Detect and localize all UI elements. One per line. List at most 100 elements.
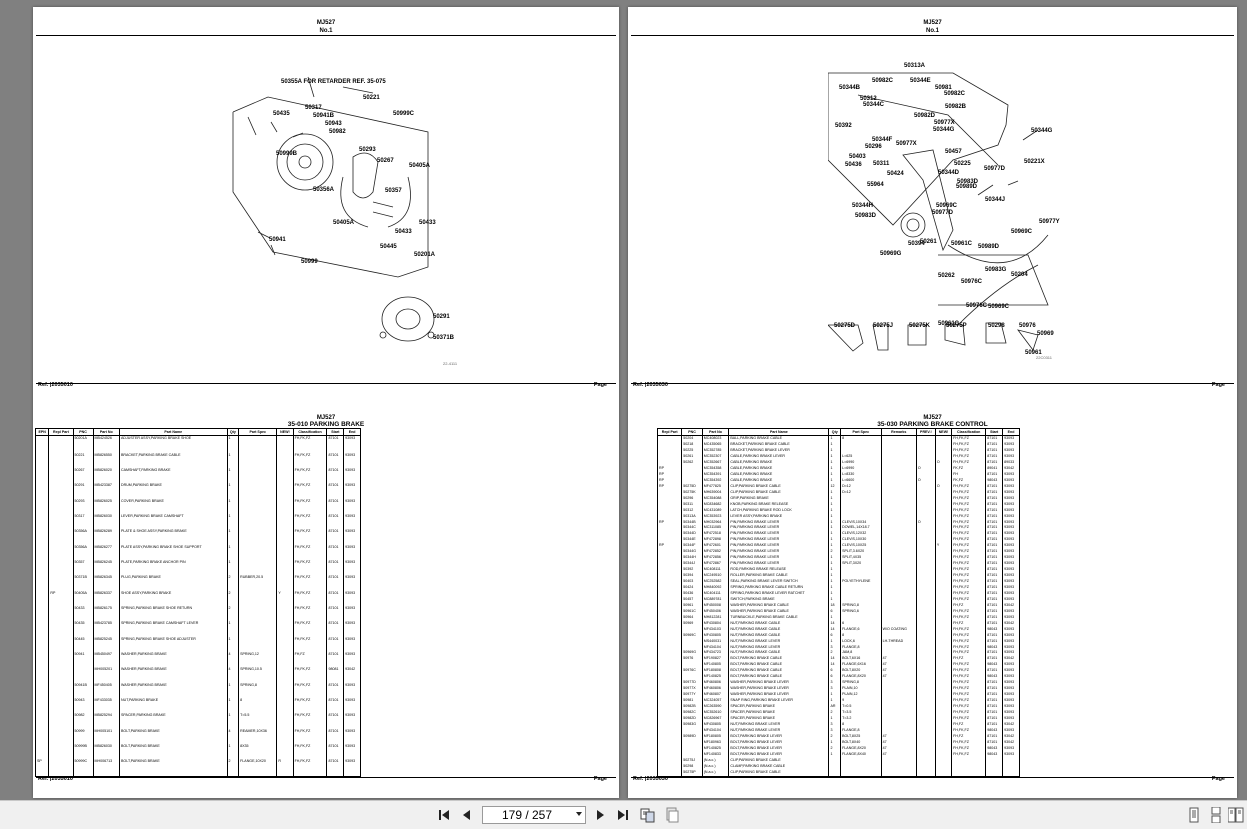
column-header: Part Spec (238, 428, 278, 436)
table-cell (934, 710, 953, 716)
table-cell: FH,FK,FZ (292, 682, 328, 699)
table-cell: FH,FK,FZ (292, 559, 328, 576)
table-cell: NUT,PARKING BRAKE CABLE (728, 650, 830, 657)
table-cell (934, 525, 953, 532)
last-page-icon[interactable] (615, 807, 631, 823)
table-cell: 50435 (72, 621, 94, 637)
right-diagram-callout: 50961C (938, 321, 960, 327)
table-cell (934, 519, 953, 526)
table-cell: FH,FK,FZ (951, 513, 987, 520)
table-cell: 93093 (343, 590, 361, 606)
column-header: Part Name (728, 428, 830, 436)
table-cell: FH,FK,FZ (951, 584, 987, 591)
first-page-icon[interactable] (436, 807, 452, 823)
page-selector[interactable] (482, 806, 586, 824)
table-cell (880, 477, 917, 484)
table-cell (681, 471, 703, 478)
table-cell: 93093 (343, 483, 361, 499)
right-diagram-callout: 50977X (896, 141, 917, 147)
page-number-input[interactable] (483, 807, 571, 823)
table-cell: 50983G (681, 721, 703, 728)
table-cell: FH,FK,FZ (292, 575, 328, 591)
table-cell (880, 519, 917, 526)
column-header: Remarks (880, 428, 917, 436)
table-cell: 93093 (343, 559, 361, 576)
table-cell: BOLT,PARKING BRAKE LEVER (728, 745, 830, 752)
table-cell: 93093 (1002, 590, 1020, 597)
two-page-icon[interactable] (1228, 807, 1244, 823)
table-cell: WASHER,PARKING BRAKE LEVER (728, 692, 830, 699)
table-cell: FH,FK,FZ (951, 710, 987, 716)
table-cell: 87101 (326, 575, 345, 591)
table-cell: 50999 (72, 728, 94, 745)
table-cell: MB450497 (92, 652, 121, 668)
table-row: 50298(N.a.c.)CLAMP,PARKING BRAKE CABLE (656, 763, 1020, 770)
table-cell: 93093 (1002, 561, 1020, 568)
table-cell (34, 544, 50, 560)
table-cell: 4 (226, 652, 240, 668)
table-cell: 87101 (326, 605, 345, 622)
table-cell: DOWEL,14X18.7 (840, 525, 882, 532)
table-cell: 93093 (1002, 626, 1020, 633)
table-cell: FH,FZ (951, 620, 987, 627)
table-cell: 93042 (1002, 733, 1020, 740)
table-cell: CLIP,PARKING BRAKE CABLE (728, 483, 830, 490)
table-cell: SPACER,PARKING BRAKE (728, 704, 830, 710)
table-cell (48, 513, 74, 530)
table-cell: 50941 (72, 652, 94, 668)
page-icon[interactable] (664, 807, 680, 823)
previous-page-icon[interactable] (459, 807, 475, 823)
right-diagram-callout: 50982D (914, 113, 936, 119)
table-cell: PLATE,PARKING BRAKE ANCHOR PIN (119, 559, 228, 576)
table-cell: FLANGE,8X20 (840, 745, 882, 752)
table-cell: BOLT,8X20 (840, 668, 882, 675)
left-diagram-callout: 50982 (329, 129, 346, 135)
chevron-down-icon[interactable] (576, 812, 582, 816)
table-cell (48, 713, 74, 729)
table-cell (656, 435, 683, 443)
two-page-view-icon[interactable] (640, 807, 656, 823)
table-cell (934, 608, 953, 615)
table-cell (840, 513, 882, 520)
table-cell: PIN,PARKING BRAKE LEVER (728, 531, 830, 538)
page-label-bottom: Page (1211, 776, 1225, 782)
table-cell (934, 763, 953, 770)
table-row: 50275P(N.a.c.)CLIP,PARKING BRAKE CABLE (656, 769, 1020, 776)
table-cell: FH,FK,FZ (951, 751, 987, 758)
right-diagram-callout: 50976C (966, 303, 988, 309)
table-cell: 93093 (1002, 727, 1020, 734)
table-cell (951, 757, 987, 764)
table-cell: 87101 (326, 652, 345, 668)
right-diagram-callout: 50977D (984, 166, 1006, 172)
table-cell (34, 452, 50, 468)
table-model: MJ527 (923, 415, 942, 421)
table-cell: 87101 (326, 498, 345, 514)
table-cell: 50275K (681, 489, 703, 496)
table-filler-row (656, 775, 1020, 778)
table-cell: CABLE,PARKING BRAKE (728, 459, 830, 466)
table-cell: 50204 (681, 435, 703, 443)
table-cell: 87101 (326, 452, 345, 468)
table-cell (681, 739, 703, 746)
table-cell: BOLT,6X16 (840, 656, 882, 663)
table-cell: MB826020 (92, 467, 121, 484)
table-cell: GRIP,PARKING BRAKE (728, 495, 830, 502)
next-page-icon[interactable] (592, 807, 608, 823)
document-viewport[interactable]: MJ527 No.1 50355A FOR RETARDER REF. 35-0… (0, 0, 1247, 800)
table-cell: 50436 (681, 590, 703, 597)
continuous-page-icon[interactable] (1208, 807, 1224, 823)
single-page-icon[interactable] (1186, 807, 1202, 823)
table-cell (276, 605, 294, 622)
table-cell: 1 (226, 713, 240, 729)
right-diagram-callout: 50344H (852, 203, 873, 209)
ref-label: Ref. |2035030 (633, 382, 668, 388)
table-cell (48, 575, 74, 591)
table-cell: 93093 (343, 652, 361, 668)
table-cell: 93042 (1002, 739, 1020, 746)
